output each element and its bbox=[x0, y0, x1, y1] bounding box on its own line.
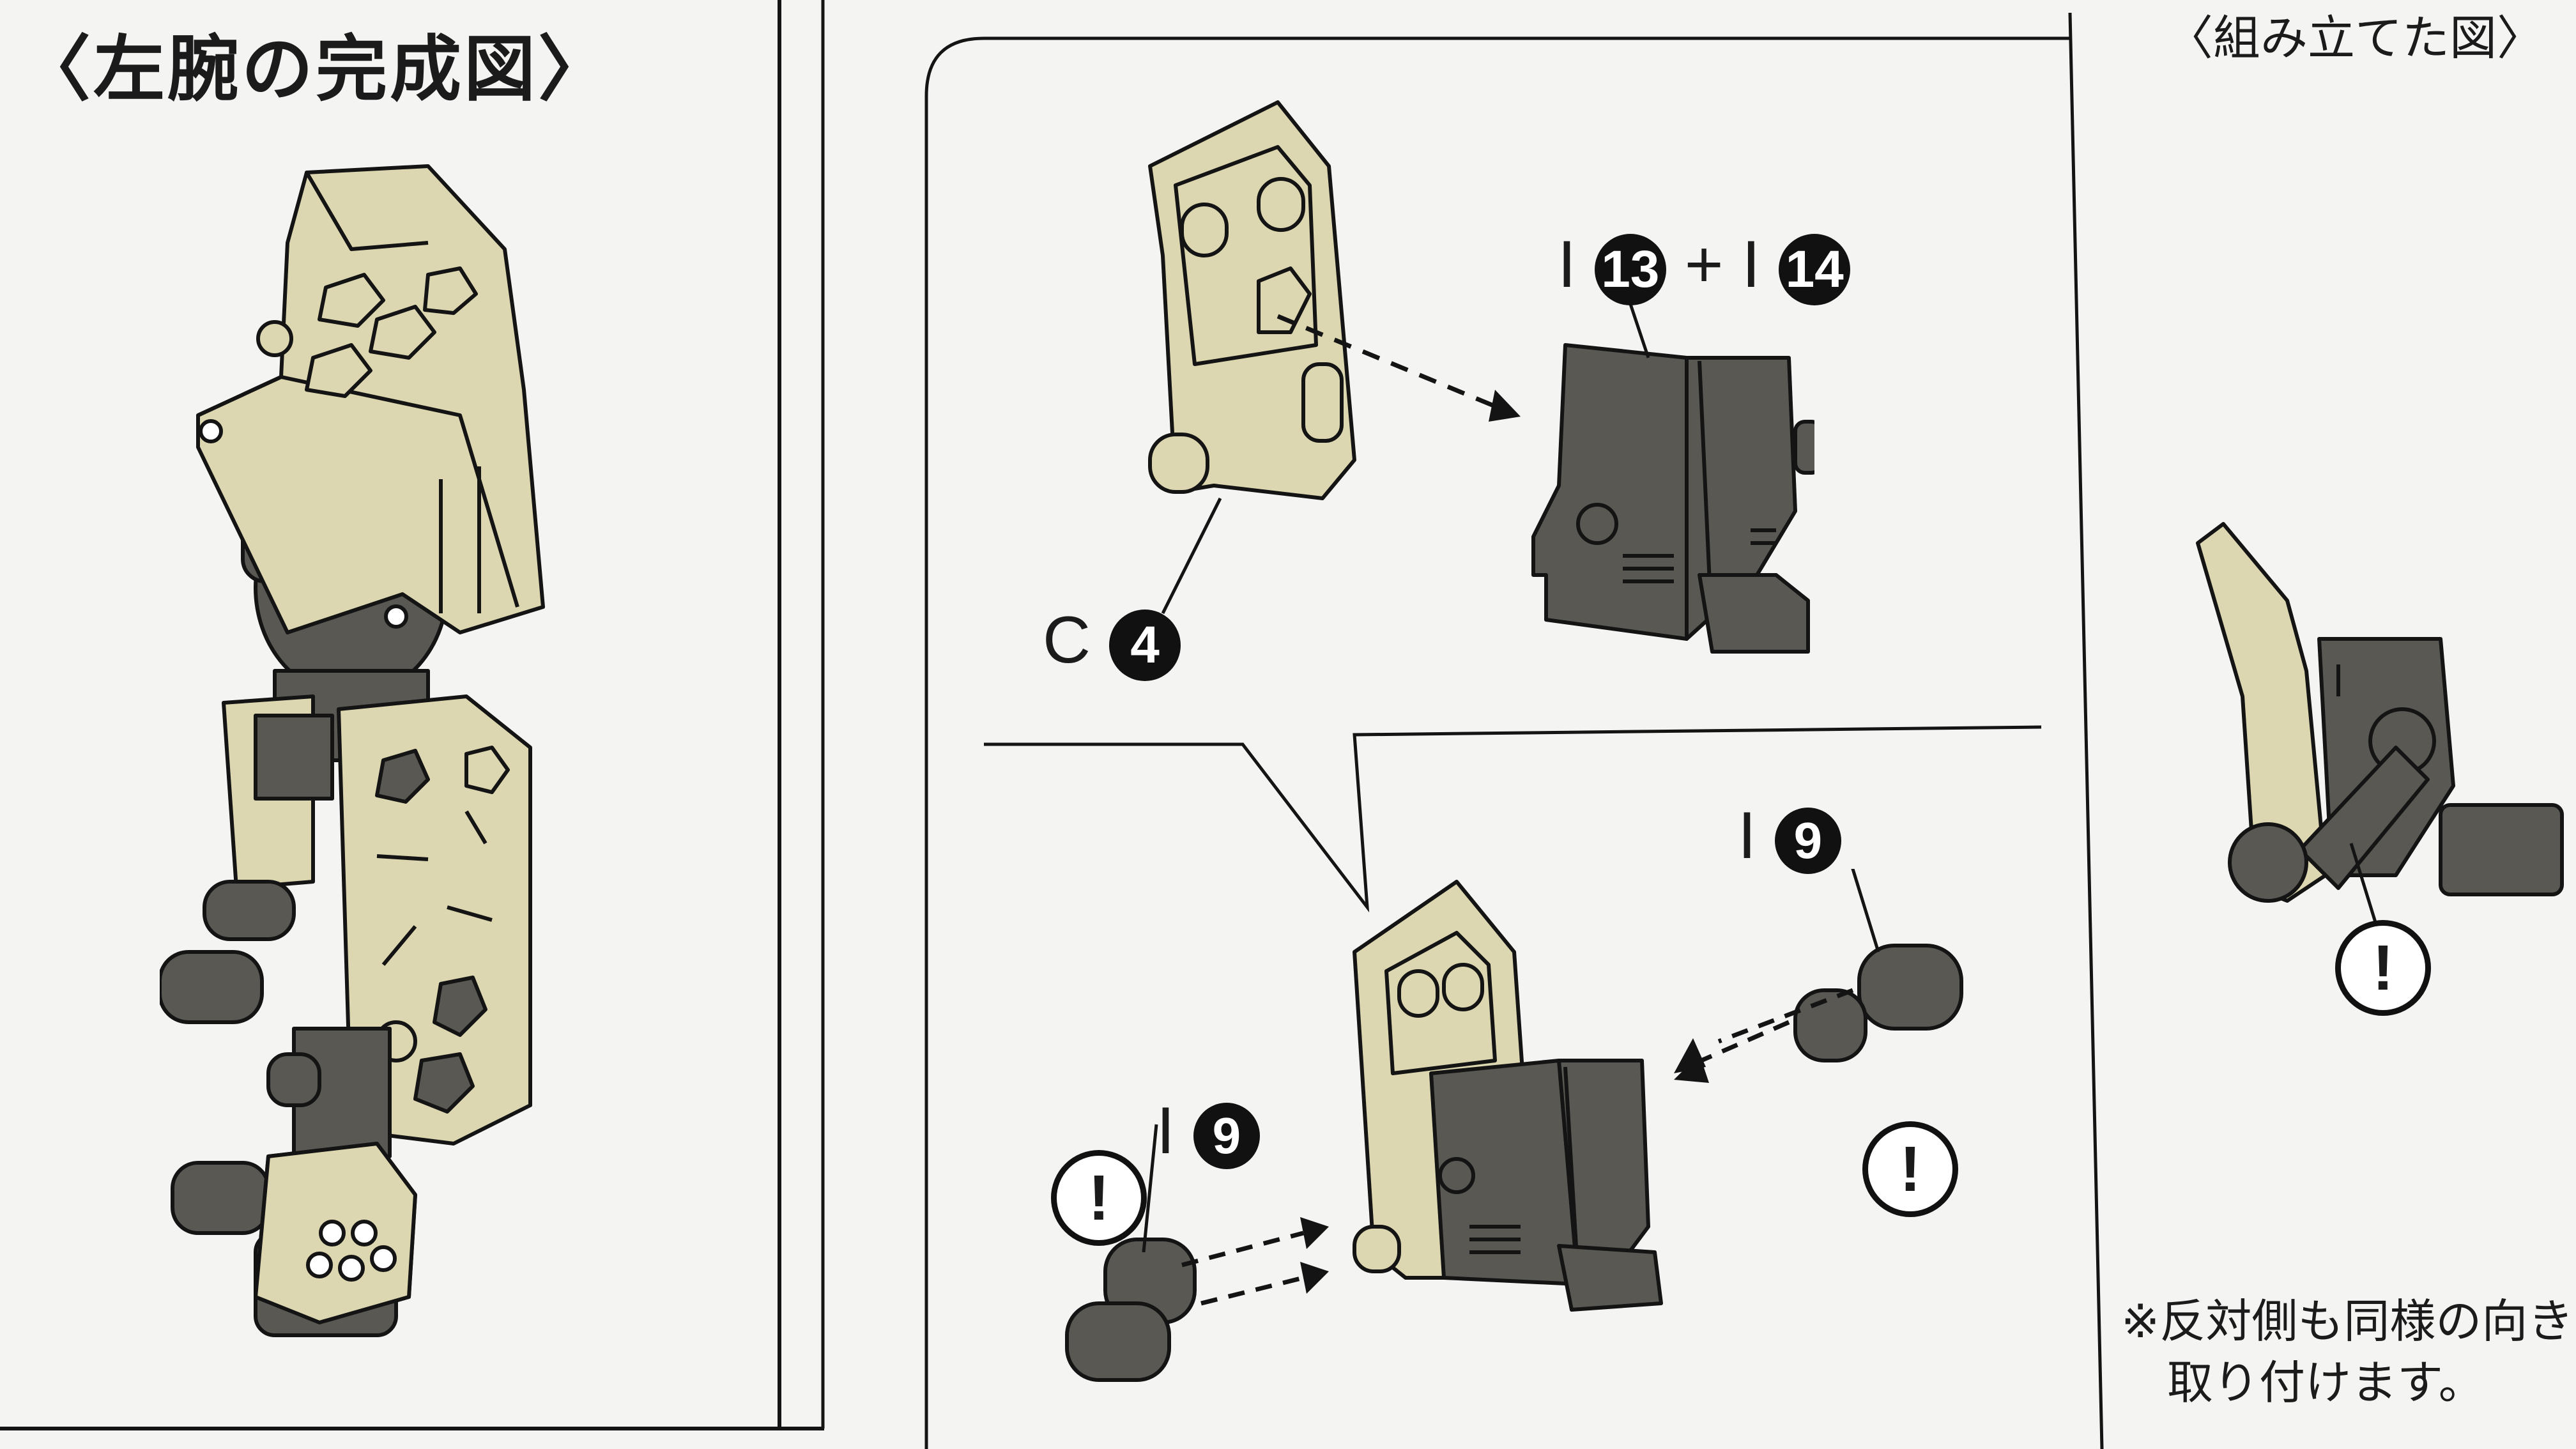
completed-left-arm-title: 〈左腕の完成図〉 bbox=[19, 28, 612, 111]
part-number-badge-9-left: 9 bbox=[1193, 1102, 1260, 1169]
bottom-step-illustration bbox=[1065, 869, 1963, 1382]
warning-icon-left-pin: ! bbox=[1051, 1150, 1147, 1246]
plus-sign: + bbox=[1684, 227, 1724, 302]
part-number-badge-13: 13 bbox=[1594, 233, 1666, 305]
part-label-i9-left: I 9 bbox=[1156, 1098, 1260, 1169]
runner-letter-c: C bbox=[1043, 603, 1091, 677]
part-number-badge-4: 4 bbox=[1109, 609, 1181, 681]
warning-icon-right-pin: ! bbox=[1862, 1121, 1958, 1217]
runner-letter-i-a: I bbox=[1558, 227, 1576, 302]
part-label-i13-i14: I 13 + I 14 bbox=[1558, 231, 1851, 305]
assembled-view-title: 〈組み立てた図〉 bbox=[2166, 11, 2544, 66]
completed-left-arm-illustration bbox=[160, 164, 545, 1337]
warning-icon-assembled-view: ! bbox=[2335, 920, 2431, 1016]
mirror-side-note: ※反対側も同様の向きで 取り付けます。 bbox=[2121, 1294, 2576, 1409]
runner-letter-i-b: I bbox=[1742, 227, 1761, 302]
part-label-i9-right: I 9 bbox=[1738, 802, 1841, 874]
runner-letter-i-left: I bbox=[1156, 1094, 1175, 1168]
part-number-badge-9-right: 9 bbox=[1774, 807, 1841, 874]
assembled-view-illustration bbox=[2196, 522, 2564, 927]
top-step-illustration bbox=[1148, 100, 1814, 654]
part-number-badge-14: 14 bbox=[1779, 233, 1851, 305]
runner-letter-i-right: I bbox=[1738, 799, 1756, 873]
part-label-c4: C 4 bbox=[1043, 607, 1181, 681]
